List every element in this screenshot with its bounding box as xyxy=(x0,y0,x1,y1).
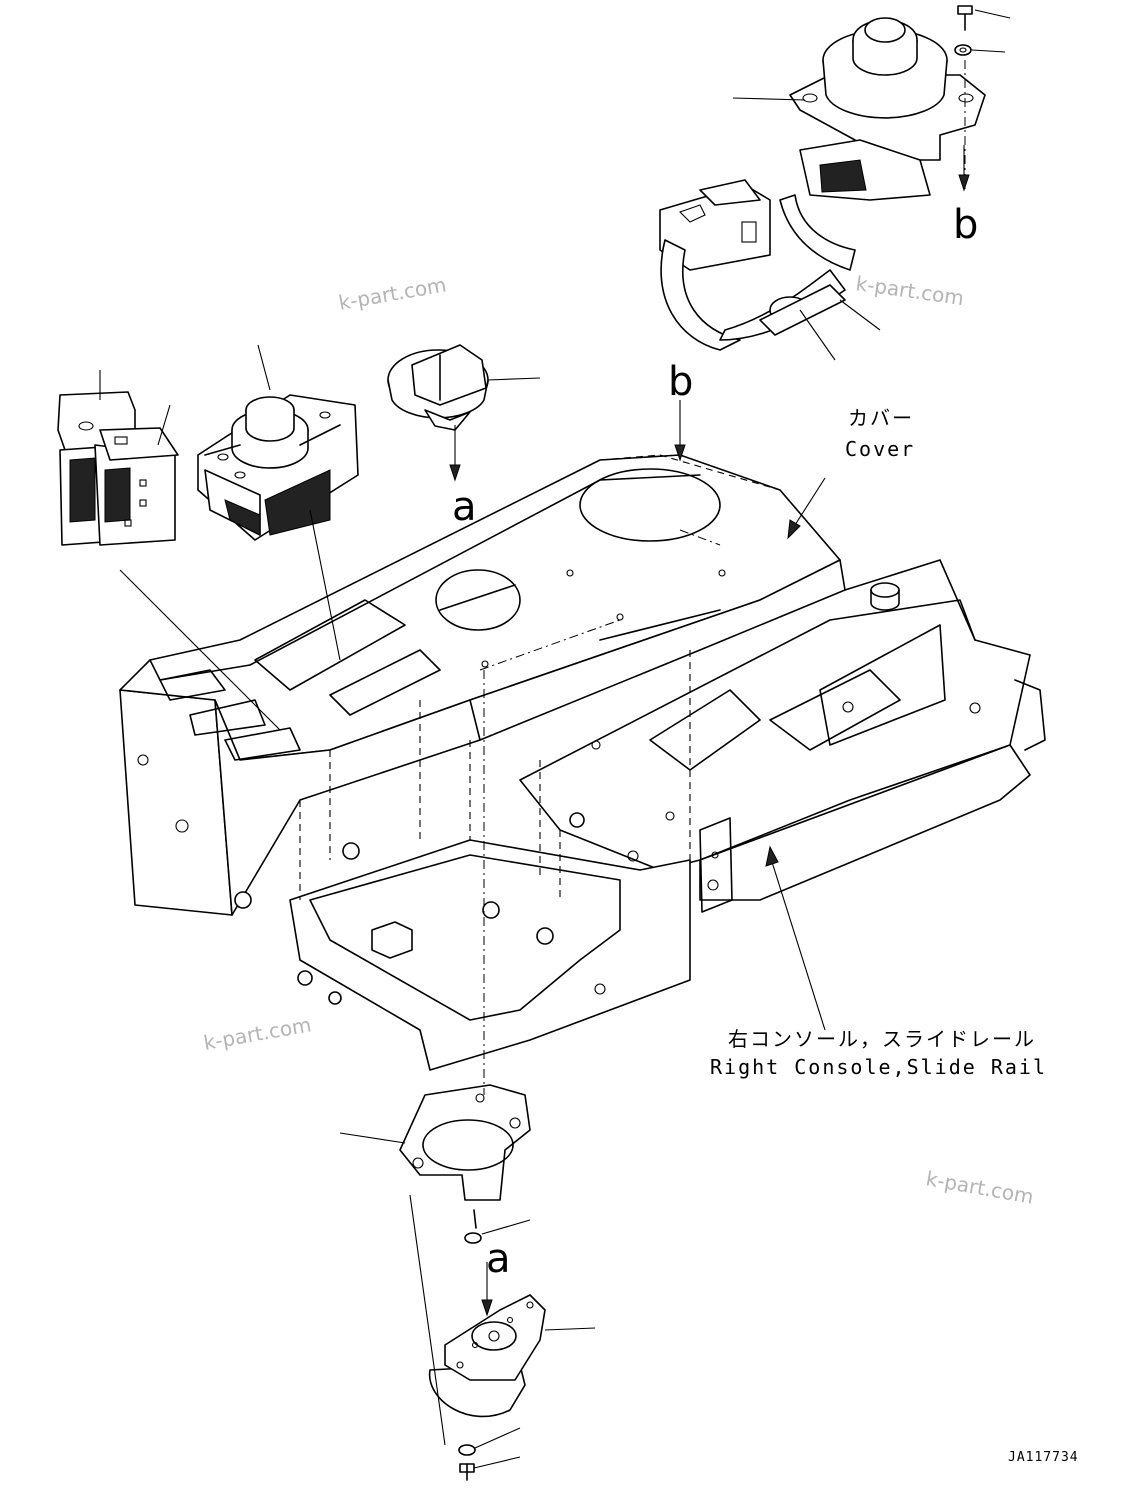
mounting-bracket xyxy=(399,1084,531,1201)
view-marker-b-middle: b xyxy=(668,359,693,405)
hidden-lines xyxy=(299,454,841,900)
view-marker-a-top: a xyxy=(452,484,477,530)
watermark-3: k-part.com xyxy=(202,1012,313,1055)
cover-label-jp: カバー xyxy=(848,406,914,430)
watermark-2: k-part.com xyxy=(854,271,965,310)
view-marker-b-top: b xyxy=(953,202,978,248)
rocker-switch-assembly xyxy=(57,391,179,546)
view-marker-a-bottom: a xyxy=(486,1236,511,1282)
watermark-4: k-part.com xyxy=(924,1166,1035,1209)
fasteners xyxy=(458,5,973,1481)
potentiometer xyxy=(428,1294,546,1418)
console-label-jp: 右コンソール，スライドレール xyxy=(728,1027,1036,1051)
leader-lines xyxy=(99,9,1011,1469)
assembly-lines xyxy=(119,60,966,1446)
round-knob xyxy=(387,344,489,431)
console-label-en: Right Console,Slide Rail xyxy=(710,1055,1047,1079)
watermark-1: k-part.com xyxy=(337,272,448,315)
right-console-body xyxy=(119,454,846,916)
fuel-dial-assembly xyxy=(659,17,986,351)
slide-rail-frame xyxy=(234,559,1046,1071)
cover-label-en: Cover xyxy=(845,437,915,461)
drawing-code: JA117734 xyxy=(1008,1450,1079,1465)
rotary-dial-switch xyxy=(197,394,359,541)
callout-arrows xyxy=(449,145,970,1317)
